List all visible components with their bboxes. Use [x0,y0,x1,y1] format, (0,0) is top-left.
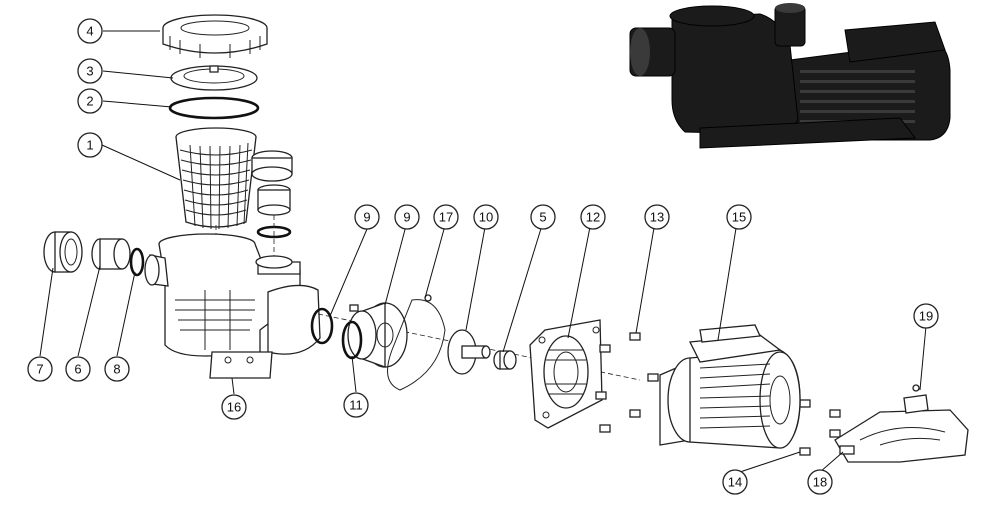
inlet-union-nut [43,231,83,273]
base-clip [903,384,929,414]
callout-label: 11 [349,398,363,413]
inlet-union-o-ring [129,247,145,277]
callout-12: 12 [580,204,606,230]
lid-locking-ring [162,14,268,58]
callout-label: 7 [36,362,43,377]
housing-o-ring [310,307,334,345]
callouts: 4 3 2 1 7 6 8 9 9 17 10 11 5 12 13 15 16… [27,18,939,495]
leader-lines [39,30,927,473]
callout-label: 9 [363,210,370,225]
callout-2: 2 [77,88,103,114]
callout-label: 6 [74,362,81,377]
seal-plate [529,319,603,429]
callout-label: 13 [650,210,664,225]
callout-label: 9 [403,210,410,225]
screws [349,304,841,456]
strainer-basket [175,127,257,262]
callout-9a: 9 [354,204,380,230]
callout-7: 7 [27,356,53,382]
callout-14: 14 [722,469,748,495]
pump-product-photo [629,3,951,149]
impeller [447,329,491,375]
callout-13: 13 [644,204,670,230]
mechanical-seal [493,350,517,370]
callout-19: 19 [913,303,939,329]
callout-label: 15 [732,210,746,225]
callout-10: 10 [473,204,499,230]
callout-label: 8 [113,362,120,377]
motor [659,324,801,449]
diffuser [347,302,408,368]
callout-18: 18 [807,469,833,495]
callout-label: 4 [86,24,93,39]
seal-plate-gasket [387,294,446,391]
callout-9b: 9 [394,204,420,230]
callout-label: 14 [728,475,742,490]
inlet-union-tail [91,238,131,270]
callout-16: 16 [221,394,247,420]
callout-label: 1 [86,138,93,153]
callout-15: 15 [726,204,752,230]
discharge-union-set [251,150,293,258]
callout-4: 4 [77,18,103,44]
callout-1: 1 [77,132,103,158]
callout-label: 2 [86,94,93,109]
pump-housing [144,233,641,381]
callout-6: 6 [65,356,91,382]
motor-base [834,409,969,463]
callout-11: 11 [343,392,369,418]
callout-label: 10 [479,210,493,225]
callout-label-5: 5 [539,210,546,225]
callout-17: 17 [433,204,459,230]
callout-3: 3 [77,58,103,84]
callout-label: 18 [813,475,827,490]
callout-label: 3 [86,64,93,79]
callout-8: 8 [104,356,130,382]
callout-label: 17 [439,210,453,225]
strainer-lid [170,65,258,91]
callout-label: 12 [586,210,600,225]
callout-label: 19 [919,309,933,324]
callout-5: 5 [530,204,556,230]
callout-label: 16 [227,400,241,415]
lid-o-ring [168,96,260,120]
